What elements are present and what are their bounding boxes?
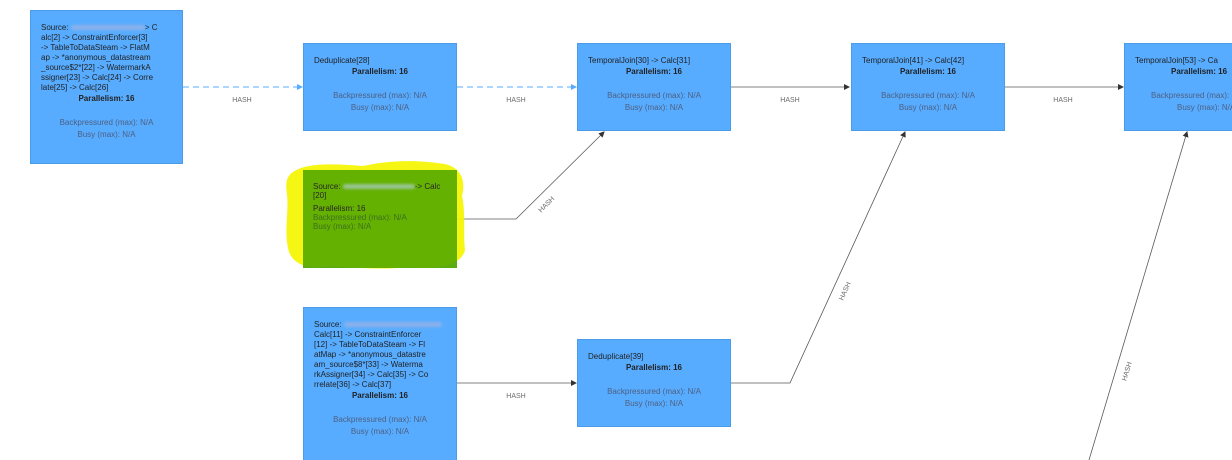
edge-label-hash: HASH	[1053, 97, 1072, 104]
vertex-metrics: Backpressured (max): N/A Busy (max): N/A	[588, 386, 720, 410]
vertex-busy: Busy (max): N/A	[77, 130, 136, 139]
vertex-description: TemporalJoin[41] -> Calc[42]	[862, 56, 965, 65]
vertex-busy: Busy (max): N/A	[350, 427, 410, 436]
vertex-backpressured: Backpressured (max): N/A	[881, 91, 975, 100]
edge-source-calc-20-to-temporal-join-30[interactable]: HASH	[457, 131, 605, 220]
vertex-parallelism: Parallelism: 16	[899, 67, 957, 76]
job-vertex-temporal-join-53[interactable]: TemporalJoin[53] -> Ca Parallelism: 16 B…	[1124, 43, 1232, 131]
job-vertex-source-main[interactable]: Source: > C alc[2] -> ConstraintEnforcer…	[30, 10, 183, 164]
vertex-parallelism: Parallelism: 16	[625, 363, 683, 372]
vertex-parallelism: Parallelism: 16	[625, 67, 683, 76]
edge-label-hash: HASH	[1121, 361, 1133, 382]
redacted-text	[70, 25, 145, 31]
edge-deduplicate-39-to-temporal-join-41[interactable]: HASH	[730, 131, 906, 384]
vertex-description: TemporalJoin[53] -> Ca	[1135, 56, 1218, 65]
vertex-busy: Busy (max): N/A	[350, 103, 410, 112]
vertex-description: Deduplicate[39]	[588, 352, 644, 361]
vertex-backpressured: Backpressured (max): N/A	[1151, 91, 1232, 100]
vertex-description: Source: Calc[11] -> ConstraintEnforcer […	[314, 320, 446, 390]
vertex-backpressured: Backpressured (max): N/A	[607, 91, 701, 100]
vertex-parallelism: Parallelism: 16	[351, 67, 409, 76]
redacted-text	[343, 322, 442, 328]
edge-label-hash: HASH	[506, 393, 525, 400]
vertex-backpressured: Backpressured (max): N/A	[333, 91, 427, 100]
job-vertex-temporal-join-41[interactable]: TemporalJoin[41] -> Calc[42] Parallelism…	[851, 43, 1005, 131]
vertex-description: Source: > C alc[2] -> ConstraintEnforcer…	[41, 23, 158, 92]
vertex-metrics: Backpressured (max): N/A Busy (max): N/A	[314, 414, 446, 438]
vertex-description: Deduplicate[28]	[314, 56, 370, 65]
edge-label-hash: HASH	[506, 97, 525, 104]
vertex-backpressured: Backpressured (max): N/A	[59, 118, 154, 127]
vertex-parallelism: Parallelism: 16	[1171, 67, 1228, 76]
vertex-metrics: Backpressured (max): N/A Busy (max): N/A	[41, 117, 172, 141]
vertex-parallelism: Parallelism: 16	[351, 391, 409, 400]
vertex-backpressured: Backpressured (max): N/A	[607, 387, 701, 396]
job-vertex-deduplicate-39[interactable]: Deduplicate[39] Parallelism: 16 Backpres…	[577, 339, 731, 427]
edge-label-hash: HASH	[538, 196, 557, 215]
vertex-parallelism: Parallelism: 16	[78, 94, 135, 103]
edge-label-hash: HASH	[838, 281, 852, 302]
vertex-metrics: Backpressured (max): N/A Busy (max): N/A	[588, 90, 720, 114]
job-vertex-deduplicate-28[interactable]: Deduplicate[28] Parallelism: 16 Backpres…	[303, 43, 457, 131]
vertex-busy: Busy (max): N/A	[624, 399, 684, 408]
job-vertex-temporal-join-30[interactable]: TemporalJoin[30] -> Calc[31] Parallelism…	[577, 43, 731, 131]
edge-source-calc-37-to-deduplicate-39[interactable]: HASH	[457, 380, 577, 400]
edge-temporal-join-30-to-temporal-join-41[interactable]: HASH	[730, 84, 850, 104]
vertex-metrics: Backpressured (max): N/A Busy (max): N/A	[1135, 90, 1232, 114]
vertex-metrics: Backpressured (max): N/A Busy (max): N/A	[862, 90, 994, 114]
vertex-description: TemporalJoin[30] -> Calc[31]	[588, 56, 691, 65]
vertex-busy: Busy (max): N/A	[1177, 103, 1232, 112]
edge-source-to-deduplicate-28[interactable]: HASH	[183, 84, 303, 104]
edge-label-hash: HASH	[780, 97, 799, 104]
vertex-backpressured: Backpressured (max): N/A	[333, 415, 427, 424]
vertex-metrics: Backpressured (max): N/A Busy (max): N/A	[314, 90, 446, 114]
vertex-busy: Busy (max): N/A	[898, 103, 958, 112]
job-vertex-source-calc-20[interactable]	[303, 170, 457, 268]
edge-label-hash: HASH	[232, 97, 251, 104]
edge-temporal-join-41-to-temporal-join-53[interactable]: HASH	[1004, 84, 1124, 104]
job-vertex-source-calc-37[interactable]: Source: Calc[11] -> ConstraintEnforcer […	[303, 307, 457, 460]
edge-offscreen-to-temporal-join-53[interactable]: HASH	[1088, 131, 1189, 460]
edge-deduplicate-28-to-temporal-join-30[interactable]: HASH	[457, 84, 577, 104]
vertex-busy: Busy (max): N/A	[624, 103, 684, 112]
